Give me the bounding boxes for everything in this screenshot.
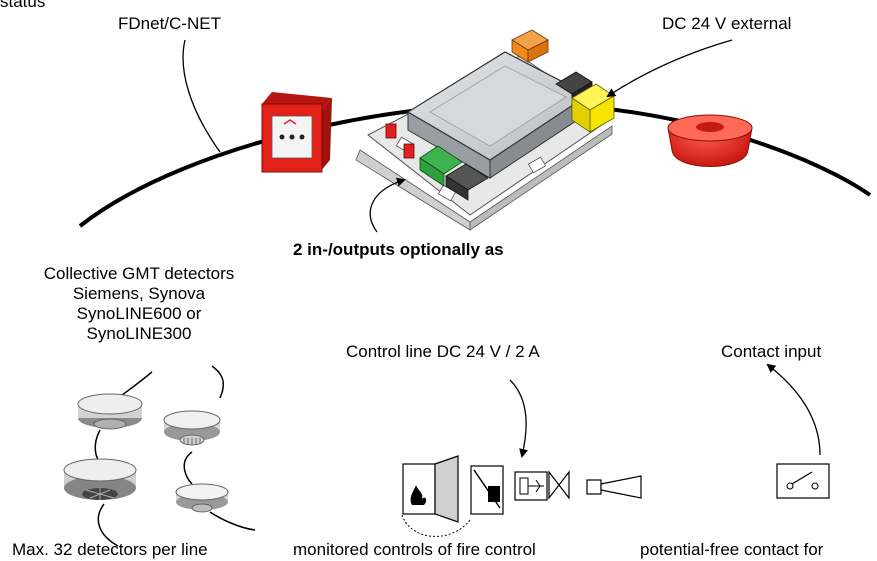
io-arrow: [369, 177, 406, 233]
io-module: [355, 29, 615, 231]
manual-call-point: [261, 92, 332, 173]
door-holder-icon: [470, 465, 504, 515]
status-label-cut: status: [0, 0, 46, 11]
monitored-controls-label: monitored controls of fire control: [293, 540, 536, 559]
smoke-detector-1: [77, 393, 143, 430]
contact-arrow: [766, 363, 821, 456]
fdnet-leader-line: [182, 39, 221, 153]
heat-detector-1: [163, 410, 221, 446]
gmt-detectors-label: Collective GMT detectors Siemens, Synova…: [12, 264, 266, 344]
max-detectors-label: Max. 32 detectors per line: [12, 540, 208, 559]
gmt-label-line-3: SynoLINE600 or: [76, 304, 202, 323]
io-label: 2 in-/outputs optionally as: [293, 240, 504, 259]
fire-door-icon: [401, 455, 471, 537]
gmt-label-line-1: Collective GMT detectors: [43, 264, 235, 283]
heat-detector-2: [175, 483, 229, 513]
solenoid-valve-icon: [514, 470, 570, 501]
network-label: FDnet/C-NET: [118, 14, 221, 33]
contact-switch-icon: [776, 463, 830, 499]
horn-icon: [586, 475, 642, 499]
sounder-beacon: [667, 114, 753, 167]
gmt-label-line-4: SynoLINE300: [86, 324, 192, 343]
smoke-detector-2: [63, 458, 137, 500]
contact-input-label: Contact input: [721, 342, 822, 361]
control-line-label: Control line DC 24 V / 2 A: [346, 342, 540, 361]
control-arrow: [509, 379, 528, 458]
gmt-label-line-2: Siemens, Synova: [72, 284, 206, 303]
potential-free-label: potential-free contact for: [640, 540, 824, 559]
power-label: DC 24 V external: [662, 14, 792, 33]
power-arrow: [606, 39, 733, 98]
